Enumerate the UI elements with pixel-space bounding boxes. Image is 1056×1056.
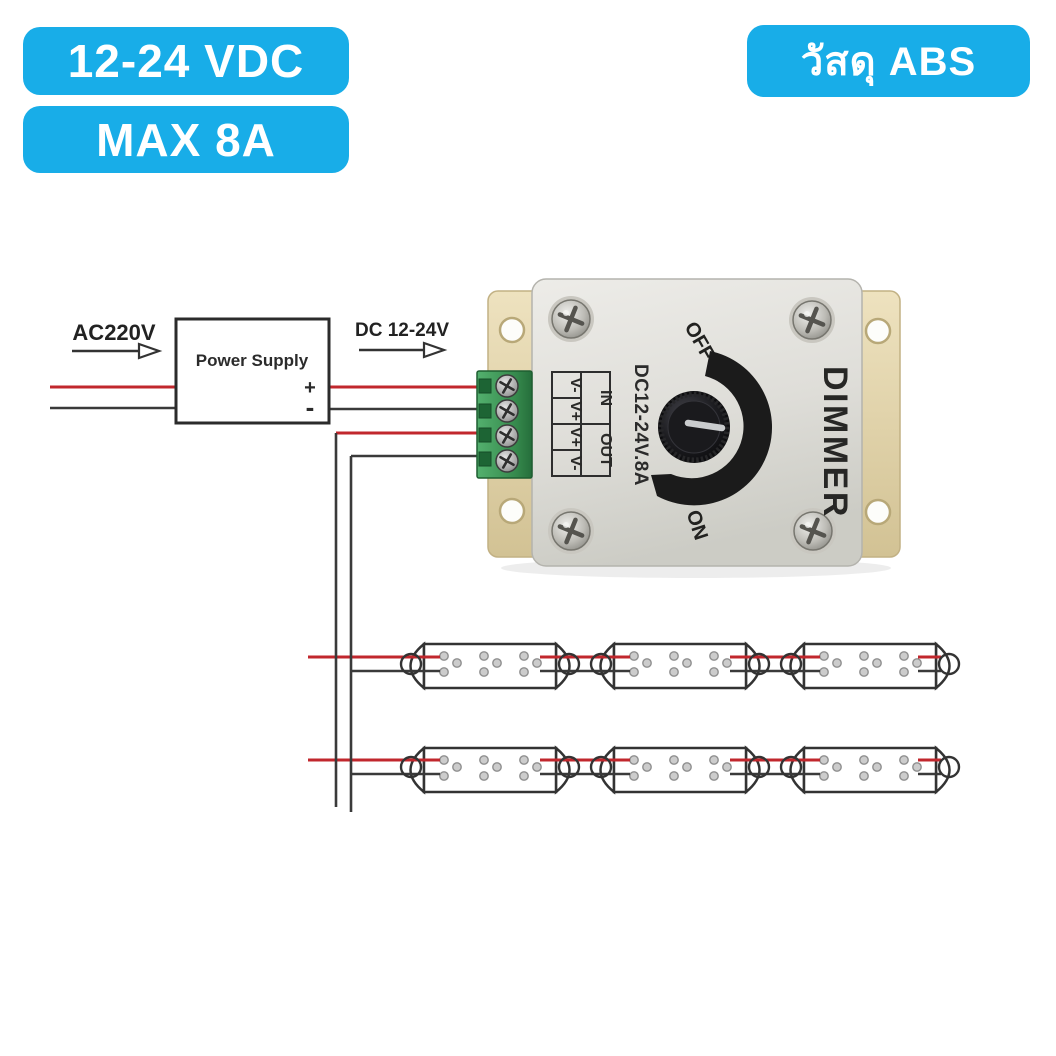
pin-label-2: V+ (567, 401, 584, 421)
ac-input-annotation: AC220V (72, 320, 163, 360)
io-table-labels: V- V+ V+ V- IN OUT (567, 377, 614, 470)
dc-output-annotation: DC 12-24V (355, 320, 449, 359)
dc-output-label: DC 12-24V (355, 320, 449, 341)
pin-label-1: V- (567, 377, 584, 392)
knob (658, 391, 730, 463)
power-supply-label: Power Supply (196, 351, 309, 370)
led-module (789, 642, 951, 690)
knob-indicator (684, 419, 726, 432)
led-module (599, 642, 761, 690)
mounting-hole (864, 498, 892, 526)
terminal-wire-notches (478, 378, 492, 467)
rating-label: DC12-24V.8A (630, 364, 651, 486)
ac-arrow-head (137, 342, 163, 360)
module-connector-rings (399, 652, 961, 779)
negative-wires (50, 406, 941, 812)
terminal-screw (494, 423, 520, 449)
led-module (409, 642, 571, 690)
terminal-block (476, 370, 533, 479)
device-name-label: DIMMER (816, 366, 854, 519)
mounting-hole (498, 316, 526, 344)
led-strip-row-2 (409, 746, 951, 794)
pin-label-3: V+ (567, 427, 584, 447)
material-badge: วัสดุ ABS (747, 25, 1030, 97)
led-module (789, 746, 951, 794)
mounting-hole (864, 317, 892, 345)
led-strip-row-1 (409, 642, 951, 690)
dimmer-device: V- V+ V+ V- IN OUT DC12-24V.8A DIMMER OF… (476, 278, 901, 578)
power-supply-plus: + (304, 377, 316, 399)
terminal-screw (494, 373, 520, 399)
led-module (599, 746, 761, 794)
in-label: IN (597, 390, 614, 406)
ac-input-label: AC220V (72, 320, 155, 345)
terminal-screw (494, 448, 520, 474)
pin-label-4: V- (567, 455, 584, 470)
terminal-screw (494, 398, 520, 424)
dial-arc (651, 351, 773, 506)
voltage-badge: 12-24 VDC (23, 27, 349, 95)
power-supply-box: Power Supply + - (174, 317, 331, 425)
mounting-hole (498, 497, 526, 525)
current-badge: MAX 8A (23, 106, 349, 173)
led-module (409, 746, 571, 794)
out-label: OUT (597, 433, 614, 467)
cover-screw (548, 508, 594, 554)
cover-screw (548, 296, 594, 342)
cover-screw (789, 297, 835, 343)
io-table (551, 371, 611, 477)
dc-arrow-head (422, 341, 448, 359)
power-supply-minus: - (306, 392, 315, 422)
